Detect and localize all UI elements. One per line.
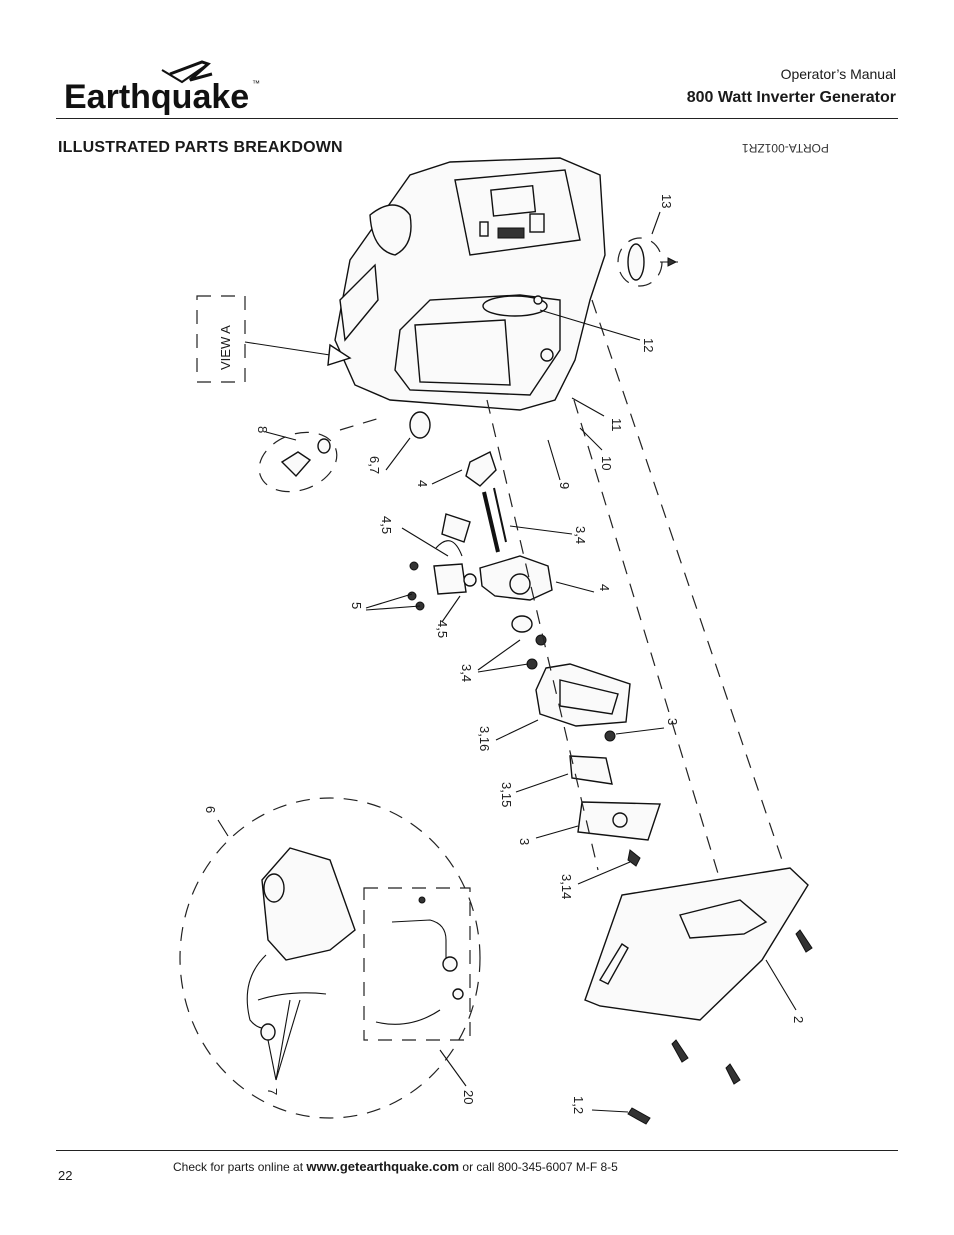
fuel-tank xyxy=(261,847,356,961)
screw-d xyxy=(627,1107,651,1125)
callout-13: 13 xyxy=(659,194,674,208)
section-heading: ILLUSTRATED PARTS BREAKDOWN xyxy=(58,139,343,156)
footer-call-text: or call 800-345-6007 M-F 8-5 xyxy=(459,1160,618,1174)
callout-11: 11 xyxy=(609,418,624,432)
callout-3-4-b: 3,4 xyxy=(459,664,474,682)
generator-housing xyxy=(334,157,606,411)
callout-8: 8 xyxy=(255,426,270,433)
callout-12: 12 xyxy=(641,338,656,352)
trademark-mark: ™ xyxy=(252,79,260,88)
callout-5: 5 xyxy=(349,602,364,609)
callout-4-a: 4 xyxy=(415,480,430,487)
fuel-tank-neck xyxy=(263,873,285,903)
part-13-screw xyxy=(667,257,678,267)
footer-text: Check for parts online at www.getearthqu… xyxy=(173,1159,618,1174)
air-filter-element xyxy=(569,755,613,785)
callout-6: 6 xyxy=(203,806,218,813)
part-3-screw-a xyxy=(604,730,616,742)
side-cover xyxy=(584,867,809,1021)
logo-wordmark: Earthquake xyxy=(64,78,249,116)
callout-2: 2 xyxy=(791,1016,806,1023)
part-314-screw xyxy=(627,849,641,867)
callout-3-a: 3 xyxy=(665,718,680,725)
callout-3-b: 3 xyxy=(517,838,532,845)
part-13-cap xyxy=(627,243,645,281)
part-8-oil-cap xyxy=(280,451,312,478)
fuel-filter xyxy=(260,1023,276,1041)
callout-3-16: 3,16 xyxy=(477,726,492,751)
callout-7: 7 xyxy=(265,1088,280,1095)
screw-c xyxy=(725,1063,741,1085)
view-a-box xyxy=(196,295,246,383)
part-intake-ring xyxy=(511,615,533,633)
part-4-gasket xyxy=(465,451,497,487)
callout-10: 10 xyxy=(599,456,614,470)
callout-6-7: 6,7 xyxy=(367,456,382,474)
fuel-line xyxy=(246,954,269,1029)
screw-b xyxy=(671,1039,689,1063)
view-a-arrow xyxy=(244,341,331,356)
logo-swoosh-icon: Earthquake ™ xyxy=(64,60,260,116)
callout-4-5-b: 4,5 xyxy=(435,620,450,638)
manual-label: Operator’s Manual xyxy=(780,66,896,82)
page-number: 22 xyxy=(58,1168,73,1183)
header-divider xyxy=(56,118,898,119)
view-a-arrowhead xyxy=(327,343,352,366)
part-8-dashed-outline xyxy=(258,431,338,493)
carburetor-assembly xyxy=(407,513,553,611)
callout-20: 20 xyxy=(461,1090,476,1104)
part-20-dashed-box xyxy=(363,887,471,1041)
part-6-dashed-outline xyxy=(179,797,481,1119)
part-67-grommet xyxy=(409,411,431,439)
callout-4-b: 4 xyxy=(597,584,612,591)
callout-9: 9 xyxy=(557,482,572,489)
nut-b xyxy=(526,658,538,670)
footer-check-text: Check for parts online at xyxy=(173,1160,307,1174)
screw-a xyxy=(795,929,813,953)
product-title: 800 Watt Inverter Generator xyxy=(686,89,896,106)
callout-1-2: 1,2 xyxy=(571,1096,586,1114)
part-34-stud xyxy=(482,491,500,553)
callout-3-14: 3,14 xyxy=(559,874,574,899)
callout-3-4-a: 3,4 xyxy=(573,526,588,544)
footer-divider xyxy=(56,1150,898,1151)
view-a-label: VIEW A xyxy=(218,325,233,370)
footer-website-link[interactable]: www.getearthquake.com xyxy=(306,1159,460,1174)
part-8-o-ring xyxy=(317,438,331,454)
earthquake-logo: Earthquake ™ xyxy=(62,60,272,116)
callout-3-15: 3,15 xyxy=(499,782,514,807)
callout-4-5-a: 4,5 xyxy=(379,516,394,534)
